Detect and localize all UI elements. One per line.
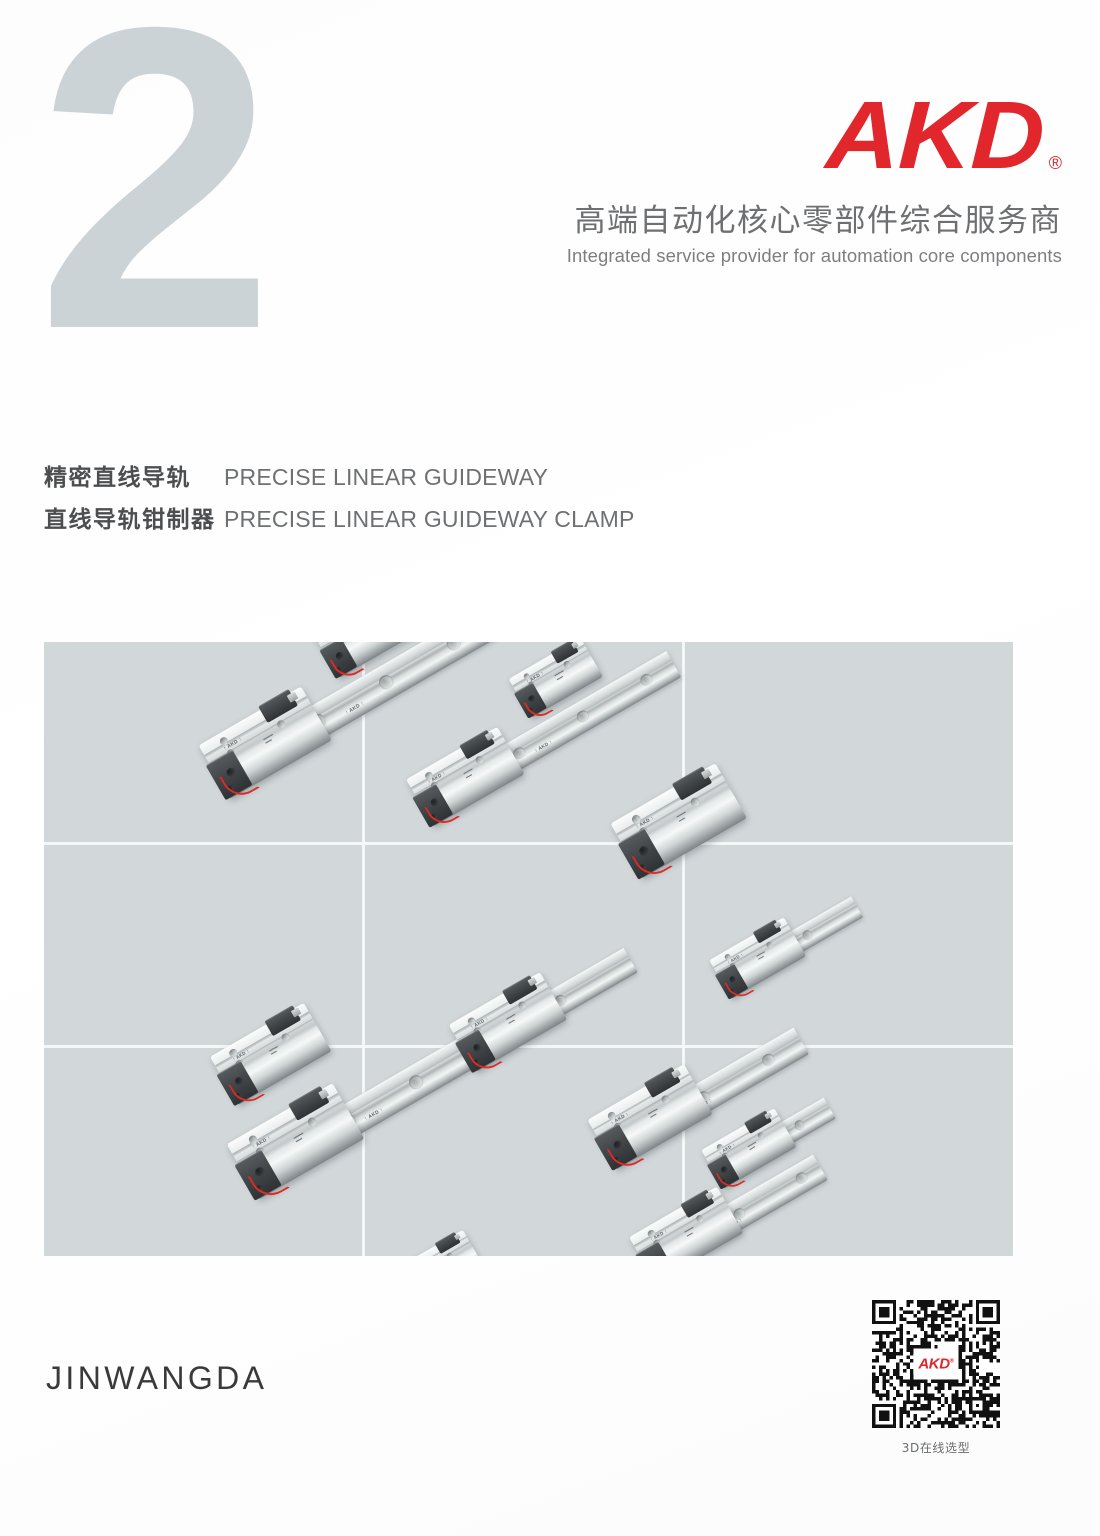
chapter-number: 2 — [36, 0, 275, 419]
qr-code[interactable]: AKD® — [872, 1300, 1000, 1428]
qr-center-logo-text: AKD — [918, 1355, 950, 1373]
grid-line-horizontal — [44, 1045, 1013, 1048]
carriage-block: ↑ AKD ↑▬▬▬▬▬ — [587, 1064, 713, 1174]
grid-line-horizontal — [44, 842, 1013, 845]
registered-trademark-icon: ® — [1048, 152, 1062, 173]
brand-block: AKD ® 高端自动化核心零部件综合服务商 Integrated service… — [502, 82, 1062, 267]
qr-caption: 3D在线选型 — [901, 1441, 971, 1455]
qr-block[interactable]: AKD® 3D在线选型 — [872, 1300, 1000, 1456]
section-title-cn: 直线导轨钳制器 — [44, 507, 216, 533]
carriage-block: ↑ AKD ↑▬▬▬▬▬ — [448, 972, 568, 1076]
section-title-cn: 精密直线导轨 — [44, 465, 191, 491]
company-pinyin: JINWANGDA — [46, 1360, 268, 1396]
section-title-row: 直线导轨钳制器 PRECISE LINEAR GUIDEWAY CLAMP — [44, 500, 635, 534]
carriage-block: ↑ AKD ↑▬▬▬▬▬ — [610, 763, 747, 883]
section-title-en: PRECISE LINEAR GUIDEWAY — [224, 464, 549, 490]
brand-tagline-en: Integrated service provider for automati… — [566, 244, 1062, 266]
grid-line-vertical — [362, 642, 365, 1256]
qr-center-logo: AKD® — [913, 1353, 959, 1375]
section-titles: 精密直线导轨 PRECISE LINEAR GUIDEWAY 直线导轨钳制器 P… — [44, 458, 635, 542]
carriage-block: ↑ AKD ↑▬▬▬▬▬ — [394, 1229, 485, 1256]
qr-center-logo-mark: ® — [949, 1358, 954, 1365]
section-title-en: PRECISE LINEAR GUIDEWAY CLAMP — [224, 506, 635, 532]
carriage-block: ↑ AKD ↑▬▬▬▬▬ — [198, 686, 332, 803]
akd-logo: AKD — [823, 82, 1046, 189]
product-assembly-stage: ↑ AKD ↑↑ AKD ↑▬▬▬▬▬↑ AKD ↑▬▬▬▬▬↑ AKD ↑↑ … — [44, 642, 1013, 1256]
grid-line-vertical — [682, 642, 685, 1256]
product-image-panel: ↑ AKD ↑↑ AKD ↑▬▬▬▬▬↑ AKD ↑▬▬▬▬▬↑ AKD ↑↑ … — [44, 642, 1013, 1256]
section-title-row: 精密直线导轨 PRECISE LINEAR GUIDEWAY — [44, 458, 635, 492]
brand-logo-row: AKD ® — [502, 82, 1062, 189]
brand-tagline-cn: 高端自动化核心零部件综合服务商 — [574, 202, 1062, 239]
carriage-block: ↑ AKD ↑▬▬▬▬▬ — [629, 1186, 744, 1256]
carriage-top-face — [394, 1229, 473, 1256]
